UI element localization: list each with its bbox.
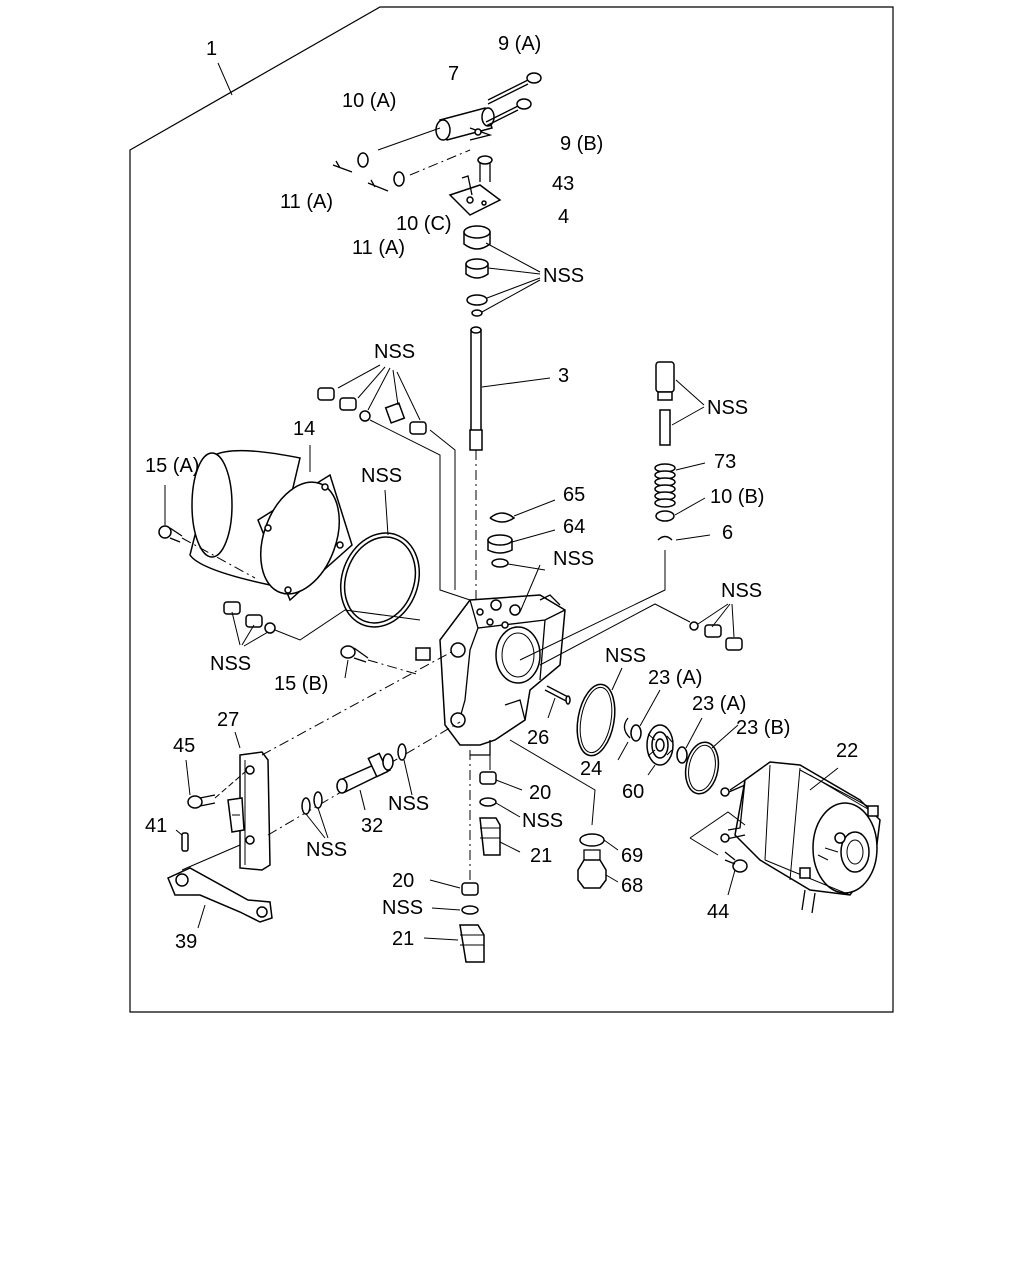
label-69: 69 (621, 845, 643, 867)
part-9b-bolt (485, 98, 532, 127)
part-32-shaft (336, 752, 394, 811)
label-9a: 9 (A) (498, 33, 541, 55)
label-nss-mid: NSS (553, 548, 594, 570)
label-20-2: 20 (392, 870, 414, 892)
label-11a-1: 11 (A) (280, 191, 333, 213)
label-nss-top: NSS (543, 265, 584, 287)
label-nss-right-mid: NSS (721, 580, 762, 602)
fitting-stack-upper (479, 745, 523, 856)
label-1: 1 (206, 38, 217, 60)
label-27: 27 (217, 709, 239, 731)
label-44: 44 (707, 901, 729, 923)
gasket-23b-icon (684, 741, 720, 795)
label-15b: 15 (B) (274, 673, 328, 695)
label-10b: 10 (B) (710, 486, 764, 508)
label-nss-left-mid: NSS (210, 653, 251, 675)
label-26: 26 (527, 727, 549, 749)
part-3-rod (469, 326, 551, 620)
label-nss-ring: NSS (605, 645, 646, 667)
label-4: 4 (558, 206, 569, 228)
washer-23a-icon (630, 724, 642, 742)
label-21-1: 21 (530, 845, 552, 867)
part-43-bolt (477, 155, 493, 182)
fitting-stack-lower (423, 879, 485, 963)
label-6: 6 (722, 522, 733, 544)
oring-large-icon (576, 683, 616, 757)
label-20-1: 20 (529, 782, 551, 804)
snap-ring-65-icon (489, 512, 516, 523)
part-26-pin (544, 685, 571, 719)
relief-valve-stack (519, 361, 711, 661)
label-65: 65 (563, 484, 585, 506)
washer-23a-icon-2 (676, 746, 688, 764)
seal-stack (463, 225, 541, 317)
label-60: 60 (622, 781, 644, 803)
label-3: 3 (558, 365, 569, 387)
label-nss-low: NSS (382, 897, 423, 919)
main-housing (439, 594, 566, 756)
label-15a: 15 (A) (145, 455, 199, 477)
pin-11a-icon-2 (367, 179, 389, 192)
label-nss-gasket: NSS (361, 465, 402, 487)
label-39: 39 (175, 931, 197, 953)
snap-ring-24-icon (623, 717, 631, 739)
oring-pair-icon (301, 791, 329, 839)
part-14-cover (189, 445, 353, 602)
plug-group-right (539, 603, 743, 666)
label-73: 73 (714, 451, 736, 473)
label-10a: 10 (A) (342, 90, 396, 112)
plug-68-icon (577, 849, 619, 889)
oring-shaft-icon (397, 743, 407, 761)
part-15b-bolt (340, 645, 431, 679)
label-23a-1: 23 (A) (648, 667, 702, 689)
label-11a-2: 11 (A) (352, 237, 405, 259)
part-39-lever (167, 844, 273, 929)
label-41: 41 (145, 815, 167, 837)
label-nss-nipple: NSS (522, 810, 563, 832)
label-43: 43 (552, 173, 574, 195)
oring-icon (491, 558, 509, 568)
part-44-bolt (689, 837, 748, 896)
spring-73-icon (654, 463, 676, 508)
cap-64-icon (487, 529, 556, 554)
label-10c: 10 (C) (396, 213, 452, 235)
label-64: 64 (563, 516, 585, 538)
bearing-60-icon (646, 724, 674, 776)
label-23a-2: 23 (A) (692, 693, 746, 715)
pin-41-icon (181, 832, 189, 852)
label-32: 32 (361, 815, 383, 837)
label-nss-shaft: NSS (388, 793, 429, 815)
part-9a-bolt (487, 72, 542, 105)
motor-22 (689, 761, 881, 914)
plug-group-left (223, 601, 421, 647)
part-4-bracket (448, 175, 502, 216)
part-7-lever (435, 107, 495, 141)
washer-10c-icon (393, 171, 405, 187)
part-15a-bolt (158, 485, 256, 579)
label-22: 22 (836, 740, 858, 762)
gasket-ring (339, 489, 421, 628)
washer-10a-icon (357, 152, 369, 168)
part-27-plate (227, 649, 461, 871)
label-68: 68 (621, 875, 643, 897)
label-24: 24 (580, 758, 602, 780)
label-23b: 23 (B) (736, 717, 790, 739)
plug-group-upper (317, 364, 471, 601)
label-nss-pins: NSS (306, 839, 347, 861)
pin-11a-icon (332, 160, 353, 173)
label-21-2: 21 (392, 928, 414, 950)
label-7: 7 (448, 63, 459, 85)
oring-69-icon (579, 833, 605, 847)
label-nss-right-top: NSS (707, 397, 748, 419)
label-45: 45 (173, 735, 195, 757)
label-14: 14 (293, 418, 315, 440)
label-nss-upper: NSS (374, 341, 415, 363)
label-9b: 9 (B) (560, 133, 603, 155)
part-45-bolt (185, 759, 246, 809)
